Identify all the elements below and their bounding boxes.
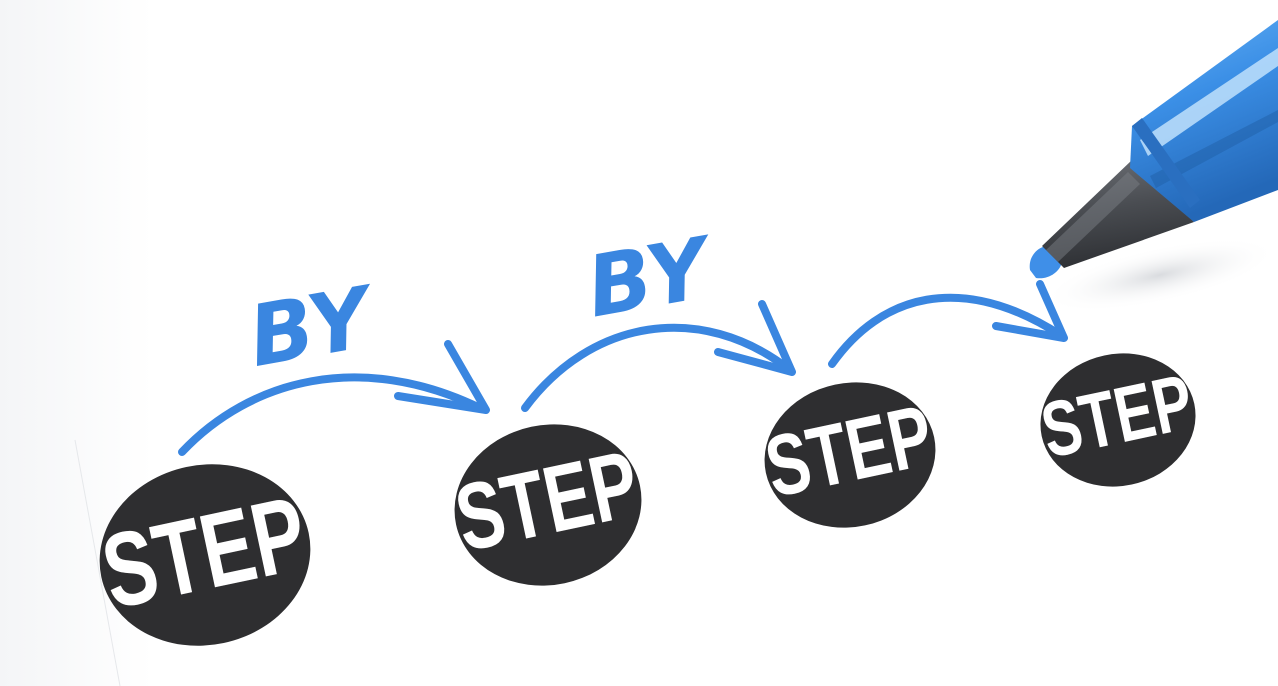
curved-arrow-icon (178, 340, 490, 456)
paper-edge (74, 439, 121, 686)
step-badge: STEP (447, 424, 648, 586)
connector-label: BY (242, 267, 385, 386)
pen-shadow (1042, 237, 1278, 313)
curved-arrow-icon (828, 280, 1068, 368)
step-badge: STEP (93, 464, 316, 646)
connector-label: BY (580, 218, 723, 337)
curved-arrow-icon (521, 300, 796, 412)
step-badge: STEP (758, 382, 941, 528)
marker-pen-icon (1029, 20, 1278, 279)
